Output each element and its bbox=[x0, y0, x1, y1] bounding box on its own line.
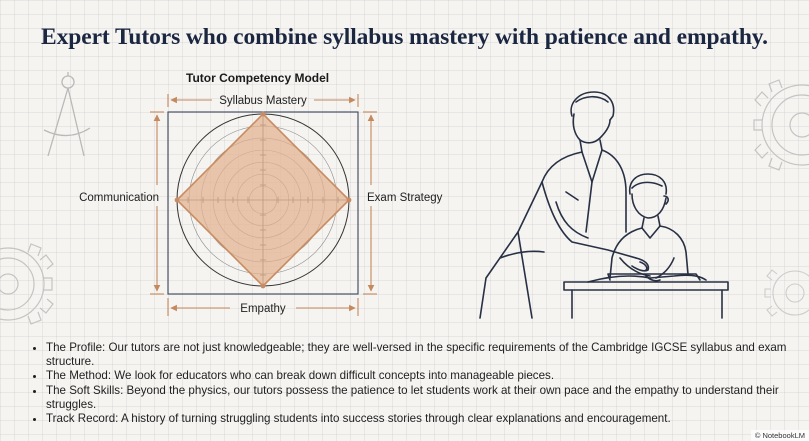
dimension-line-right bbox=[363, 111, 377, 295]
student-head bbox=[628, 173, 669, 229]
model-title: Tutor Competency Model bbox=[186, 71, 330, 85]
tutor-head bbox=[570, 91, 615, 153]
axis-label-left: Communication bbox=[79, 192, 159, 204]
bullet-soft-skills: The Soft Skills: Beyond the physics, our… bbox=[46, 384, 806, 412]
tutor-hand bbox=[631, 257, 650, 272]
dimension-line-left bbox=[150, 111, 164, 295]
compass-icon bbox=[43, 72, 91, 157]
bullet-track-record: Track Record: A history of turning strug… bbox=[46, 412, 806, 426]
radar-vertex-bottom bbox=[260, 283, 266, 289]
gear-icon bbox=[753, 79, 809, 171]
axis-label-top: Syllabus Mastery bbox=[219, 95, 307, 107]
gear-icon bbox=[764, 269, 809, 317]
student-body bbox=[609, 225, 689, 282]
bullet-list: The Profile: Our tutors are not just kno… bbox=[30, 341, 806, 426]
gear-icon bbox=[0, 243, 54, 325]
competency-radar: Syllabus Mastery Empathy Communication E… bbox=[79, 94, 443, 316]
radar-vertex-right bbox=[346, 197, 352, 203]
axis-label-right: Exam Strategy bbox=[367, 192, 443, 204]
radar-data-polygon bbox=[175, 112, 351, 288]
axis-label-bottom: Empathy bbox=[240, 303, 286, 315]
tutor-student-illustration bbox=[479, 91, 729, 319]
desk bbox=[563, 273, 729, 319]
radar-vertex-left bbox=[174, 197, 180, 203]
radar-vertex-top bbox=[260, 111, 266, 117]
radar-vertices bbox=[174, 111, 352, 289]
bullet-profile: The Profile: Our tutors are not just kno… bbox=[46, 341, 806, 369]
tutor-body bbox=[479, 149, 637, 319]
dimension-line-top bbox=[167, 94, 359, 107]
dimension-line-bottom bbox=[167, 298, 359, 316]
page-title: Expert Tutors who combine syllabus maste… bbox=[41, 24, 768, 50]
watermark: © NotebookLM bbox=[750, 430, 809, 441]
bullet-method: The Method: We look for educators who ca… bbox=[46, 369, 806, 383]
